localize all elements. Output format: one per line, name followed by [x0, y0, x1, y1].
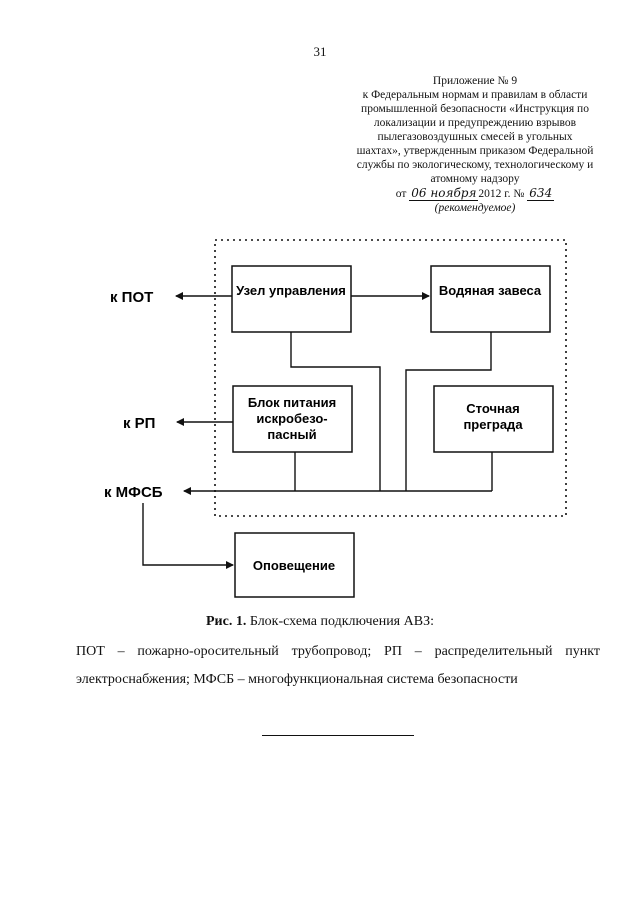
enclosure-frame	[214, 239, 567, 517]
appendix-line: пылегазовоздушных смесей в угольных	[377, 131, 573, 143]
separator-line	[262, 735, 414, 736]
legend-line-1: ПОТ – пожарно-оросительный трубопровод; …	[76, 644, 600, 659]
appendix-line: шахтах», утвержденным приказом Федеральн…	[356, 145, 594, 157]
mfsb-to-alert-arrow	[142, 503, 234, 569]
date-prefix: от	[395, 188, 407, 200]
alert-label: Оповещение	[253, 558, 335, 573]
handwritten-order-number: 634	[527, 186, 555, 201]
abbreviation-legend: ПОТ – пожарно-оросительный трубопровод; …	[76, 638, 600, 694]
water-curtain-block	[430, 265, 551, 333]
control-unit-bus-line	[290, 332, 381, 491]
control-unit-label: Узел управления	[236, 283, 346, 298]
control-unit-block	[231, 265, 352, 333]
drain-barrier-label-1: Сточная	[466, 401, 519, 416]
rp-label: к РП	[123, 415, 155, 432]
water-curtain-label: Водяная завеса	[439, 283, 542, 298]
drain-barrier-block	[433, 385, 554, 453]
power-supply-label-2: искробезо-	[256, 411, 327, 426]
appendix-header: Приложение № 9 к Федеральным нормам и пр…	[330, 74, 620, 215]
appendix-line: службы по экологическому, технологическо…	[356, 159, 594, 171]
appendix-line: атомному надзору	[430, 173, 520, 185]
handwritten-date: 06 ноября	[409, 186, 479, 201]
pot-label: к ПОТ	[110, 289, 153, 306]
power-supply-block	[232, 385, 353, 453]
drain-barrier-label-2: преграда	[463, 417, 523, 432]
water-curtain-bus-line	[405, 332, 492, 491]
appendix-line: локализации и предупреждению взрывов	[373, 117, 577, 129]
date-suffix: 2012 г. №	[478, 188, 525, 200]
recommended-note: (рекомендуемое)	[434, 202, 516, 214]
alert-block	[234, 532, 355, 598]
mfsb-label: к МФСБ	[104, 484, 163, 501]
page-number: 31	[313, 44, 327, 59]
appendix-line: к Федеральным нормам и правилам в област…	[362, 89, 588, 101]
figure-caption: Рис. 1. Блок-схема подключения АВЗ:	[0, 614, 640, 630]
appendix-line: Приложение № 9	[432, 75, 518, 87]
appendix-line: промышленной безопасности «Инструкция по	[361, 103, 589, 115]
power-supply-label-3: пасный	[267, 427, 316, 442]
legend-line-2: электроснабжения; МФСБ – многофункционал…	[76, 672, 518, 687]
figure-title: Блок-схема подключения АВЗ:	[246, 614, 434, 629]
power-supply-label-1: Блок питания	[248, 395, 336, 410]
figure-label: Рис. 1.	[206, 614, 247, 629]
